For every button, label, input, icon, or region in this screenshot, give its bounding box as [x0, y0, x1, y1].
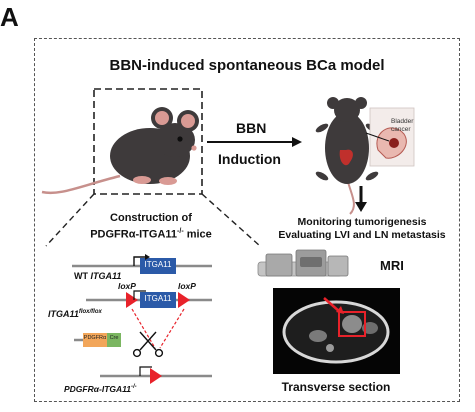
bladder-in-mouse — [339, 149, 353, 166]
flox-itga11-box — [140, 292, 176, 308]
ko-loxp-triangle — [150, 368, 162, 384]
bladder-pointer — [365, 132, 390, 142]
expansion-line-left — [45, 193, 95, 247]
cre-box — [107, 333, 121, 347]
mouse-nose — [191, 145, 197, 151]
wt-promoter-arrow — [133, 256, 146, 266]
mouse-foot-right — [159, 177, 177, 185]
loxp-left-triangle — [126, 292, 138, 308]
transverse-section-label: Transverse section — [281, 380, 391, 394]
tumor-roi-box — [338, 311, 366, 337]
monitor-arrowhead — [355, 202, 367, 212]
expansion-line-right — [201, 193, 261, 247]
induction-arrowhead — [292, 137, 302, 147]
pdgfra-box — [83, 333, 107, 347]
scissors-icon — [132, 331, 164, 358]
mouse-dashed-box — [93, 88, 203, 195]
bbn-label: BBN — [236, 120, 267, 136]
tumor-roi-arrow — [323, 297, 341, 313]
mouse-illustration — [41, 107, 199, 195]
bladder-cancer-label: Bladder cancer — [391, 118, 414, 133]
flox-allele-label: ITGA11flox/flox — [48, 309, 102, 319]
figure-frame — [34, 38, 460, 402]
wt-allele-label: WT ITGA11 — [74, 271, 122, 281]
monitoring-caption: Monitoring tumorigenesis Evaluating LVI … — [278, 216, 446, 241]
loxp-left-label: loxP — [118, 281, 136, 291]
mouse-eye — [177, 136, 183, 142]
lying-mouse-illustration — [315, 97, 379, 215]
loxp-right-triangle — [178, 292, 190, 308]
mri-transverse-image — [273, 288, 400, 374]
mouse-foot-left — [133, 176, 151, 184]
recombination-line-right — [159, 308, 185, 349]
tumor-mark — [389, 138, 399, 148]
mouse-construction-caption: Construction of PDGFRα-ITGA11-/- mice — [90, 212, 212, 241]
induction-label: Induction — [218, 151, 281, 167]
mri-label: MRI — [380, 258, 404, 273]
wt-itga11-box-label: ITGA11 — [144, 260, 172, 269]
mri-machine — [257, 249, 349, 277]
wt-itga11-box — [140, 258, 176, 274]
mouse-tail — [41, 174, 121, 195]
panel-label: A — [0, 2, 19, 32]
ko-allele-label: PDGFRα-ITGA11-/- — [64, 384, 137, 394]
loxp-right-label: loxP — [178, 281, 196, 291]
cre-box-label: Cre — [109, 335, 119, 341]
bladder-inset — [365, 107, 415, 167]
pdgfra-box-label: PDGFRα — [83, 335, 107, 341]
figure-title: BBN-induced spontaneous BCa model — [109, 57, 385, 74]
recombination-line-left — [131, 308, 156, 349]
flox-itga11-box-label: ITGA11 — [144, 294, 172, 303]
lying-mouse-body — [325, 112, 369, 184]
